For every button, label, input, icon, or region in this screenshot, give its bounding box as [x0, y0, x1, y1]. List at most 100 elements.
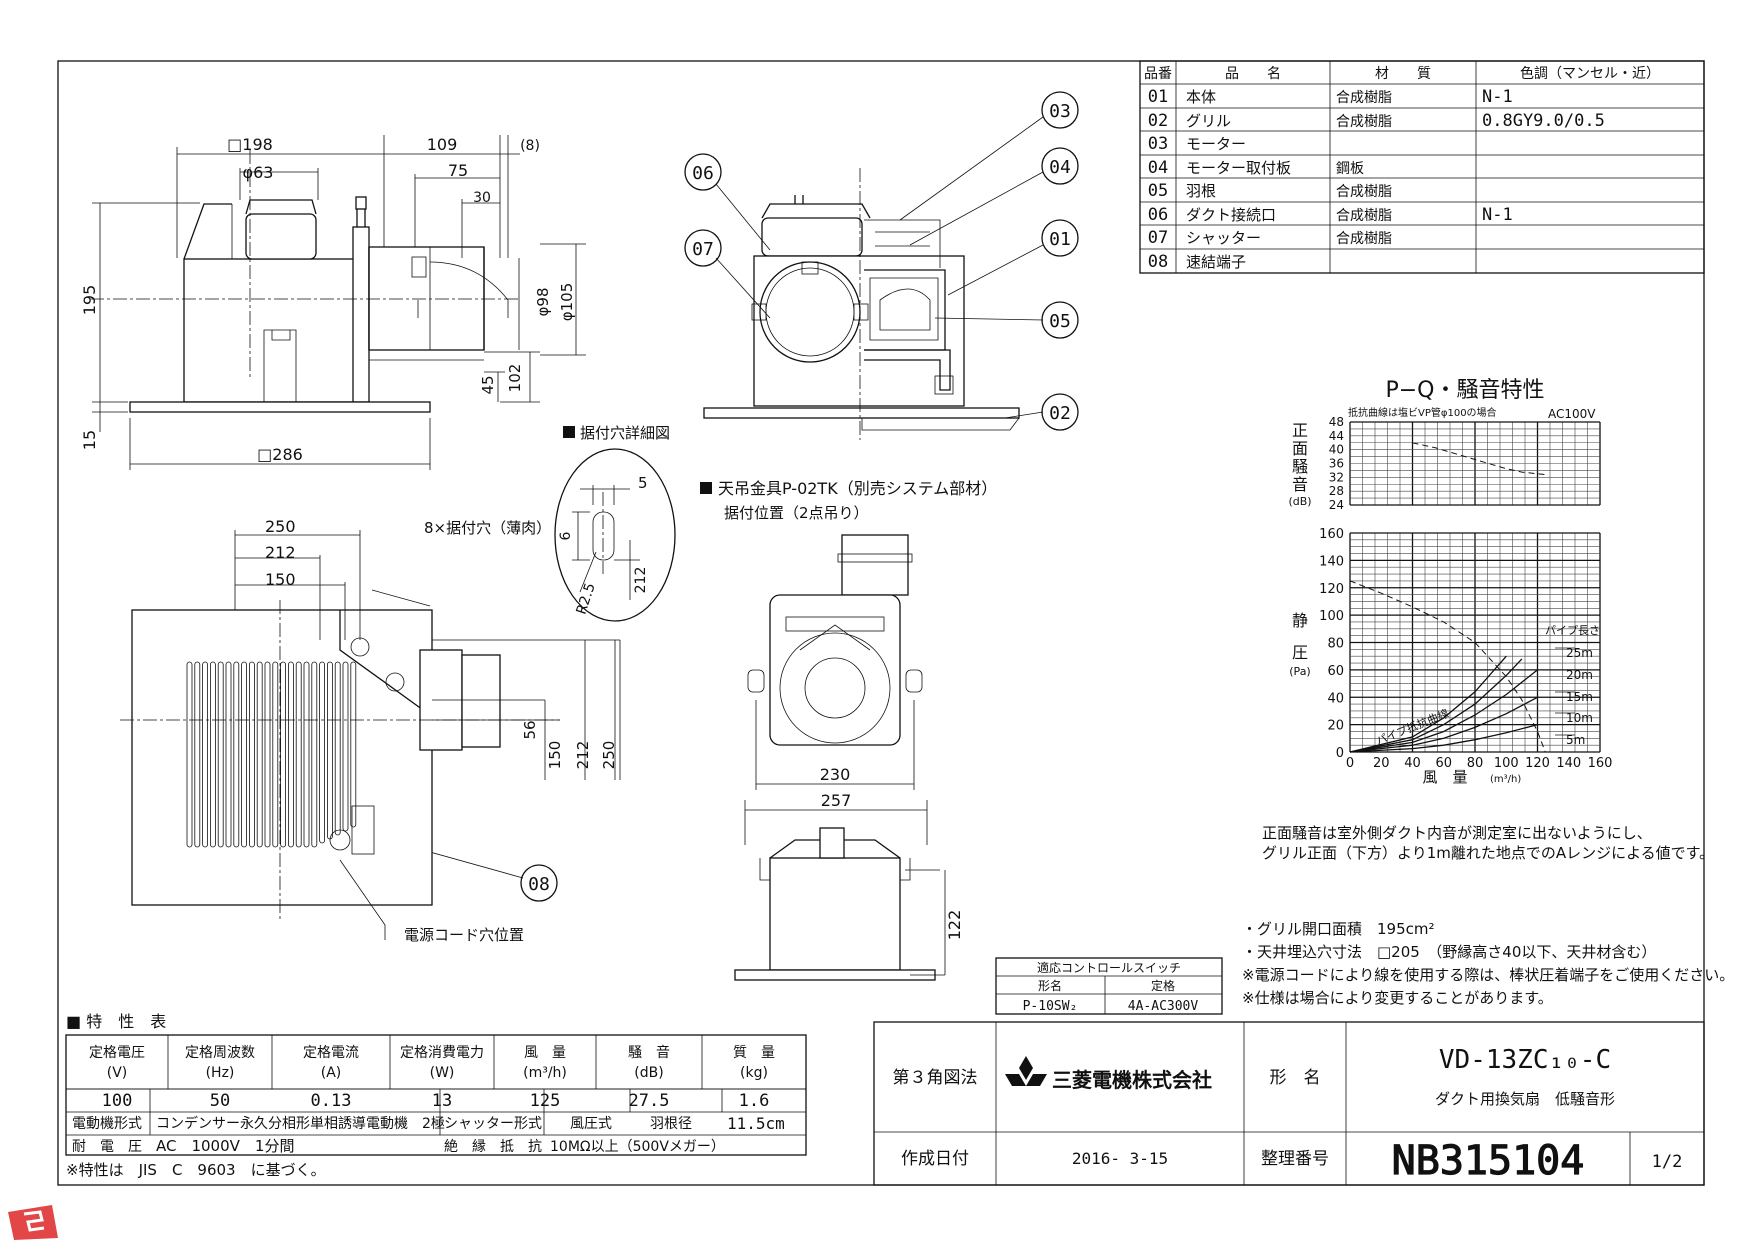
date-value: 2016- 3-15	[1072, 1149, 1168, 1168]
noise-tick-label: 48	[1329, 415, 1344, 429]
pq-curve	[1349, 580, 1546, 753]
dim-98: φ98	[534, 288, 552, 317]
noise-label-char: 騒	[1292, 457, 1308, 476]
spec-header: 定格消費電力	[400, 1045, 484, 1061]
parts-row-color: N-1	[1482, 87, 1513, 107]
spec-table: ■ 特 性 表 定格電圧 定格周波数 定格電流 定格消費電力 風 量 騒 音 質…	[65, 1012, 807, 1179]
parts-row-no: 03	[1148, 134, 1168, 154]
grille-slot	[319, 661, 326, 844]
section-view: 03 04 01 05 02 06 07 08	[379, 91, 1079, 902]
spec-unit: (dB)	[634, 1065, 663, 1081]
dim-286: □286	[257, 445, 303, 464]
hanger-views: 天吊金具P-02TK（別売システム部材） 据付位置（2点吊り） 230 257 …	[700, 479, 997, 981]
grille-slot	[241, 661, 248, 848]
spec-value: 27.5	[629, 1091, 670, 1111]
spec-unit: (Hz)	[206, 1065, 235, 1081]
switch-rating: 4A-AC300V	[1128, 999, 1199, 1014]
dim-15: 15	[80, 430, 99, 450]
spec-value: 125	[530, 1091, 561, 1111]
dim-45: 45	[479, 375, 497, 394]
company-name: 三菱電機株式会社	[1052, 1068, 1212, 1092]
spec-note-3: ※電源コードにより線を使用する際は、棒状圧着端子をご使用ください。	[1242, 966, 1734, 984]
plan-dim-212v: 212	[574, 741, 592, 770]
pipe-length-15m: 15m	[1566, 690, 1593, 704]
x-tick-label: 120	[1525, 756, 1550, 771]
hanger-dim-230: 230	[820, 765, 851, 784]
blade-value: 11.5cm	[727, 1114, 785, 1133]
parts-row-no: 01	[1148, 87, 1168, 107]
parts-row-no: 04	[1148, 158, 1168, 178]
spec-value: 0.13	[311, 1091, 352, 1111]
cord-hole-label: 電源コード穴位置	[404, 926, 524, 944]
x-tick-label: 40	[1404, 756, 1421, 771]
parts-row-no: 05	[1148, 181, 1168, 201]
pipe-curve-15m	[1349, 669, 1538, 753]
notes: 正面騒音は室外側ダクト内音が測定室に出ないようにし、 グリル正面（下方）より1m…	[1242, 824, 1734, 1007]
noise-tick-label: 28	[1329, 484, 1344, 498]
sheet-number: 1/2	[1652, 1152, 1683, 1172]
parts-row-name: グリル	[1186, 112, 1231, 130]
pipe-length-25m: 25m	[1566, 646, 1593, 660]
noise-tick-label: 44	[1329, 429, 1344, 443]
noise-tick-label: 32	[1329, 470, 1344, 484]
parts-row-material: 合成樹脂	[1336, 184, 1392, 200]
pipe-curve-5m	[1349, 723, 1538, 753]
pressure-tick-label: 120	[1319, 582, 1344, 597]
parts-row-material: 合成樹脂	[1336, 231, 1392, 247]
parts-row-color: N-1	[1482, 205, 1513, 225]
spec-header: 騒 音	[628, 1044, 670, 1061]
parts-row-name: モーター取付板	[1186, 159, 1291, 177]
hole-detail-title: 据付穴詳細図	[580, 424, 670, 442]
plan-dim-250v: 250	[600, 741, 618, 770]
parts-header-material: 材 質	[1375, 66, 1431, 82]
spec-unit: (kg)	[740, 1065, 768, 1081]
noise-label-char: 正	[1292, 421, 1308, 440]
parts-row-name: モーター	[1186, 135, 1246, 153]
hanger-dim-122: 122	[945, 910, 964, 941]
x-tick-label: 80	[1467, 756, 1484, 771]
spec-value: 13	[432, 1091, 452, 1111]
detail-212: 212	[633, 567, 649, 594]
parts-row-name: 速結端子	[1186, 253, 1246, 271]
hanger-dim-257: 257	[821, 791, 852, 810]
date-label: 作成日付	[901, 1149, 969, 1169]
chart-title: P−Q・騒音特性	[1385, 378, 1544, 403]
pipe-length-label: パイプ長さ	[1545, 624, 1600, 637]
grille-slot	[295, 661, 302, 848]
grille-slot	[287, 661, 294, 848]
parts-row-no: 07	[1148, 228, 1168, 248]
spec-values: 100 50 0.13 13 125 27.5 1.6	[102, 1091, 770, 1111]
shutter-label: シャッター形式	[444, 1116, 542, 1132]
shutter-value: 風圧式	[570, 1116, 612, 1132]
callout-07: 07	[692, 239, 714, 260]
spec-unit: (W)	[430, 1065, 455, 1081]
chart-power: AC100V	[1548, 407, 1596, 421]
spec-headers: 定格電圧 定格周波数 定格電流 定格消費電力 風 量 騒 音 質 量	[89, 1044, 775, 1061]
pressure-label-char: 静	[1292, 611, 1308, 630]
x-tick-label: 60	[1435, 756, 1452, 771]
blade-label: 羽根径	[650, 1116, 692, 1132]
parts-row-name: 本体	[1186, 88, 1216, 106]
parts-header-color: 色調（マンセル・近）	[1520, 65, 1660, 82]
x-tick-label: 20	[1373, 756, 1390, 771]
callout-08: 08	[528, 874, 550, 895]
number-label: 整理番号	[1261, 1149, 1329, 1169]
withstand-value: AC 1000V 1分間	[156, 1137, 294, 1155]
switch-header-model: 形名	[1038, 978, 1062, 993]
pressure-axis-label: 静 圧 (Pa)	[1289, 611, 1310, 678]
spec-header: 定格電圧	[89, 1045, 145, 1061]
detail-5: 5	[638, 474, 648, 492]
grille-slot	[334, 661, 341, 836]
insulation-label: 絶 縁 抵 抗	[444, 1139, 542, 1155]
noise-unit: (dB)	[1288, 495, 1311, 508]
noise-tick-label: 36	[1329, 457, 1344, 471]
x-axis-label: 風 量	[1422, 768, 1467, 786]
noise-axis-label: 正 面 騒 音 (dB)	[1288, 421, 1311, 508]
plan-dim-150v: 150	[546, 741, 564, 770]
dim-8: (8)	[520, 138, 540, 154]
grille-slot	[272, 661, 279, 848]
x-axis-unit: (m³/h)	[1490, 774, 1521, 785]
projection-label: 第３角図法	[893, 1068, 978, 1088]
